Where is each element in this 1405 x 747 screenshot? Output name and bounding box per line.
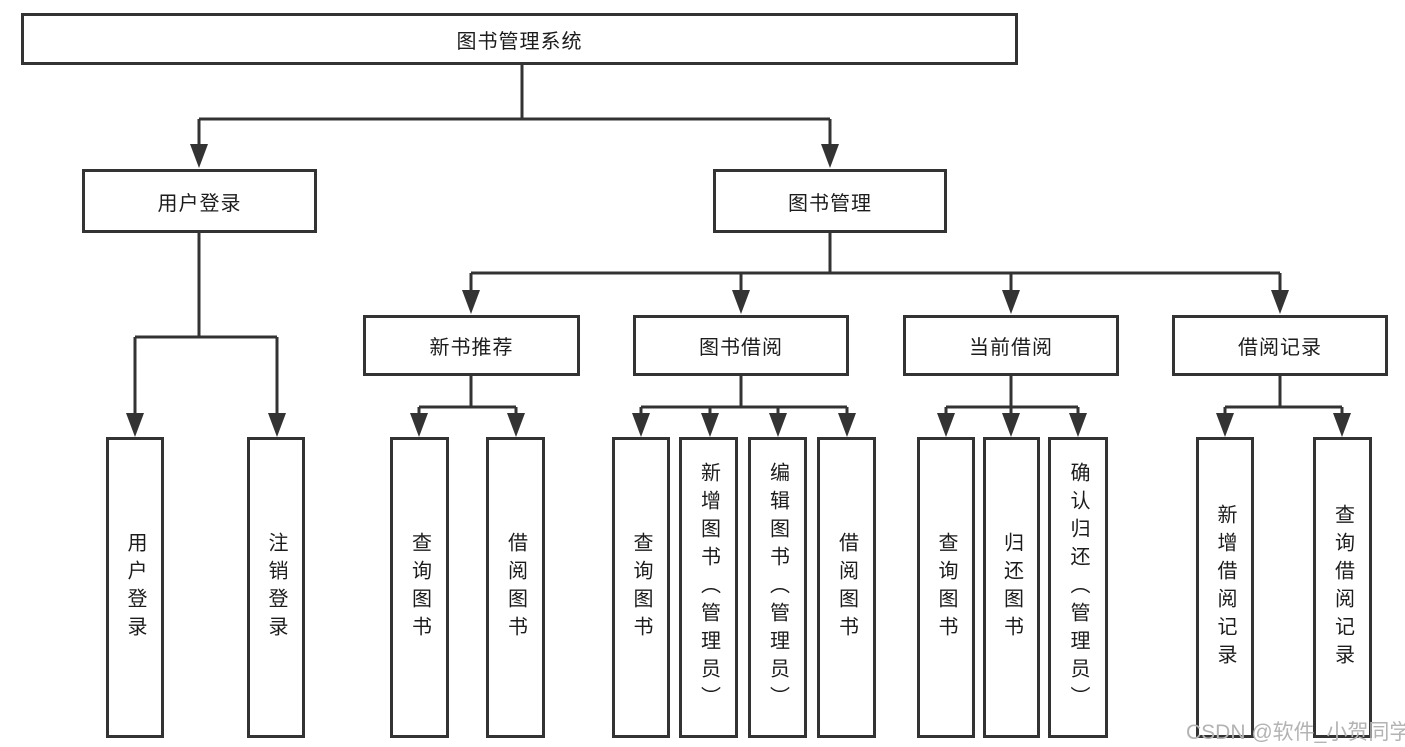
node-label: 编辑图书（管理员）	[766, 461, 789, 714]
node-label: 查询图书	[935, 531, 957, 644]
leaf-add-borrow-record: 新增借阅记录	[1196, 437, 1254, 738]
leaf-query-books-recommend: 查询图书	[390, 437, 449, 738]
node-label: 新增借阅记录	[1214, 503, 1236, 672]
node-label: 图书借阅	[699, 337, 783, 359]
node-label: 图书管理	[788, 192, 872, 215]
csdn-watermark: CSDN @软件_小贺同学	[1186, 721, 1405, 744]
node-label: 查询图书	[408, 531, 431, 644]
node-label: 借阅图书	[835, 531, 858, 644]
node-current-borrowing: 当前借阅	[903, 315, 1119, 376]
node-label: 确认归还（管理员）	[1067, 461, 1089, 714]
node-book-management: 图书管理	[713, 169, 947, 233]
node-borrowing-records: 借阅记录	[1172, 315, 1388, 376]
node-label: 借阅图书	[504, 531, 527, 644]
node-label: 查询借阅记录	[1331, 503, 1354, 672]
leaf-query-books-borrowing: 查询图书	[612, 437, 670, 738]
leaf-logout: 注销登录	[247, 437, 305, 738]
node-label: 新书推荐	[429, 337, 514, 359]
leaf-edit-books-admin: 编辑图书（管理员）	[748, 437, 807, 738]
node-user-login: 用户登录	[82, 169, 317, 233]
leaf-query-borrow-record: 查询借阅记录	[1313, 437, 1372, 738]
leaf-query-books-current: 查询图书	[917, 437, 975, 738]
node-label: 查询图书	[630, 531, 652, 644]
node-label: 当前借阅	[969, 337, 1053, 359]
leaf-user-login: 用户登录	[106, 437, 164, 738]
node-label: 用户登录	[157, 192, 242, 215]
leaf-borrow-books: 借阅图书	[817, 437, 876, 738]
node-library-management-system: 图书管理系统	[21, 13, 1018, 65]
node-label: 借阅记录	[1238, 337, 1322, 359]
node-new-book-recommend: 新书推荐	[363, 315, 580, 376]
node-label: 用户登录	[124, 531, 146, 644]
node-label: 新增图书（管理员）	[697, 461, 720, 714]
node-label: 归还图书	[1000, 531, 1023, 644]
leaf-add-books-admin: 新增图书（管理员）	[679, 437, 738, 738]
node-label: 注销登录	[265, 531, 287, 644]
leaf-return-books: 归还图书	[983, 437, 1040, 738]
leaf-borrow-books-recommend: 借阅图书	[486, 437, 545, 738]
arrowheads	[126, 144, 1351, 437]
leaf-confirm-return-admin: 确认归还（管理员）	[1048, 437, 1108, 738]
node-book-borrowing: 图书借阅	[633, 315, 849, 376]
node-label: 图书管理系统	[456, 30, 583, 53]
